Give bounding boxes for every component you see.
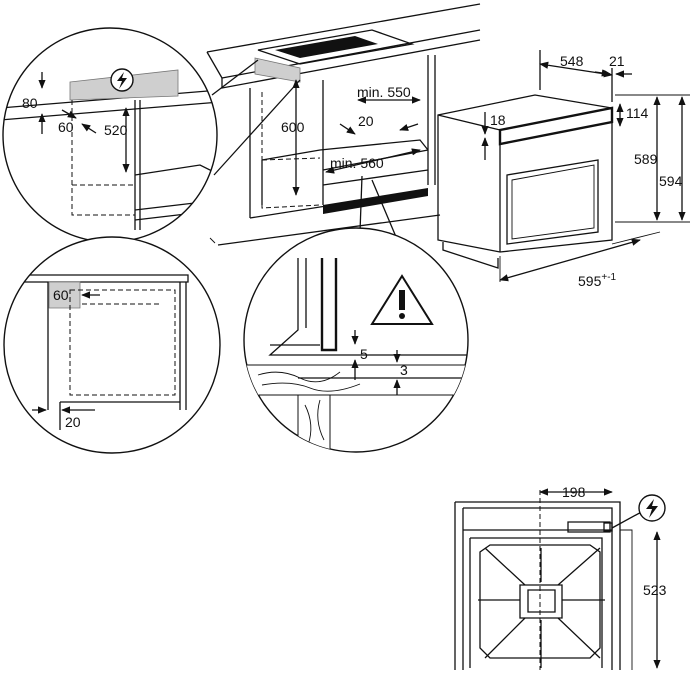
hob-cutout xyxy=(257,29,415,65)
label-80: 80 xyxy=(22,95,38,111)
label-min-560: min. 560 xyxy=(330,155,384,171)
label-60-detail: 60 xyxy=(58,119,74,135)
label-5: 5 xyxy=(360,346,368,362)
label-595-tolerance: +-1 xyxy=(601,272,616,283)
label-60-side: 60 xyxy=(53,287,69,303)
label-589: 589 xyxy=(634,151,658,167)
label-600: 600 xyxy=(281,119,305,135)
detail-circle-plinth-gap: 5 3 xyxy=(243,175,469,453)
detail-circle-junction: 80 60 520 xyxy=(2,27,301,243)
oven-back-view: 198 523 xyxy=(454,484,667,670)
label-21: 21 xyxy=(609,53,625,69)
label-114: 114 xyxy=(626,105,649,121)
label-523: 523 xyxy=(643,582,667,598)
warning-triangle-icon xyxy=(370,274,434,325)
power-connection-icon xyxy=(110,68,134,92)
oven-isometric: 548 21 114 18 589 594 595+-1 xyxy=(437,50,690,289)
label-3: 3 xyxy=(400,362,408,378)
label-20-niche: 20 xyxy=(358,113,374,129)
rear-fan-grille xyxy=(478,544,605,668)
label-548: 548 xyxy=(560,53,584,69)
label-594: 594 xyxy=(659,173,683,189)
cabinet-perspective: 600 min. 550 20 min. 560 xyxy=(206,3,481,246)
label-520: 520 xyxy=(104,122,128,138)
label-595: 595+-1 xyxy=(578,272,617,289)
junction-box-area xyxy=(254,57,301,83)
detail-circle-side-clearance: 60 20 xyxy=(3,236,221,454)
rear-power-connection-icon xyxy=(638,494,666,522)
label-18: 18 xyxy=(490,112,506,128)
label-198: 198 xyxy=(562,484,586,500)
label-min-550: min. 550 xyxy=(357,84,411,100)
label-20-side: 20 xyxy=(65,414,81,430)
